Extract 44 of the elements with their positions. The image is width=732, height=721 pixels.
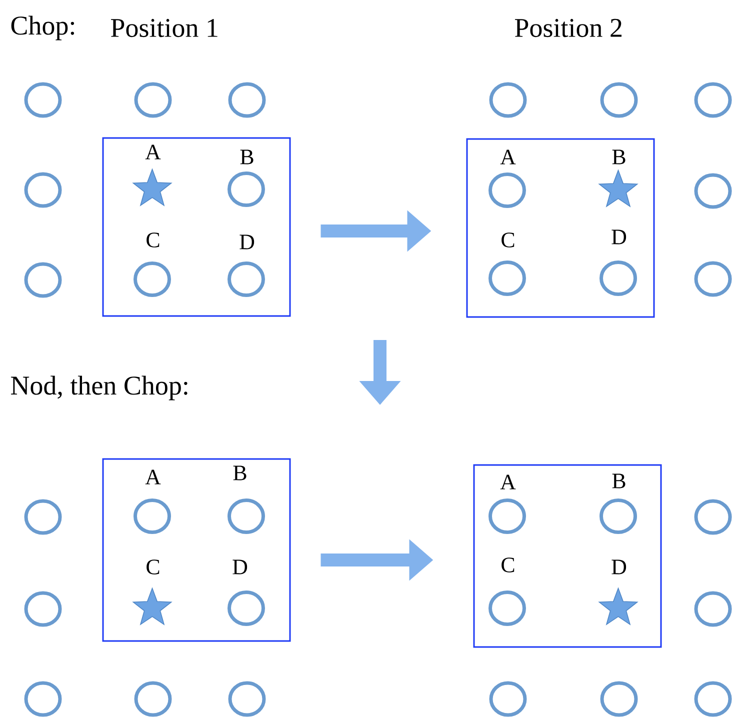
- panel-frame: [102, 137, 291, 317]
- letter-label: B: [612, 150, 626, 164]
- letter-label: C: [146, 560, 160, 574]
- letter-label: A: [500, 474, 516, 490]
- letter-label: C: [502, 558, 514, 572]
- circle-marker: [24, 591, 62, 627]
- circle-marker: [694, 499, 732, 535]
- circle-marker: [134, 82, 172, 118]
- circle-marker: [694, 261, 732, 297]
- heading-text: Position 1: [111, 18, 218, 38]
- circle-marker: [489, 82, 527, 118]
- circle-marker: [600, 82, 638, 118]
- letter-label: A: [145, 470, 161, 484]
- circle-marker: [24, 499, 62, 535]
- letter-label: D: [240, 234, 254, 250]
- letter-label: C: [146, 232, 160, 248]
- circle-marker: [24, 262, 62, 298]
- circle-marker: [228, 681, 266, 717]
- letter-label: C: [502, 232, 514, 248]
- letter-label: B: [612, 474, 626, 488]
- letter-label: D: [612, 560, 626, 574]
- heading-text: Nod, then Chop:: [11, 376, 188, 400]
- heading-text: Position 2: [514, 18, 622, 38]
- panel-frame: [102, 458, 291, 642]
- heading-text: Chop:: [11, 16, 74, 40]
- circle-marker: [24, 82, 62, 118]
- circle-marker: [24, 681, 62, 717]
- circle-marker: [694, 591, 732, 627]
- circle-marker: [694, 681, 732, 717]
- letter-label: B: [240, 150, 254, 164]
- circle-marker: [694, 82, 732, 118]
- letter-label: D: [232, 560, 248, 574]
- circle-marker: [134, 681, 172, 717]
- circle-marker: [600, 681, 638, 717]
- panel-frame: [473, 464, 662, 648]
- circle-marker: [694, 173, 732, 209]
- panel-frame: [466, 138, 655, 318]
- letter-label: A: [500, 150, 516, 164]
- letter-label: D: [612, 230, 626, 244]
- circle-marker: [24, 172, 62, 208]
- letter-label: A: [145, 144, 161, 160]
- circle-marker: [489, 681, 527, 717]
- circle-marker: [228, 82, 266, 118]
- letter-label: B: [233, 466, 246, 480]
